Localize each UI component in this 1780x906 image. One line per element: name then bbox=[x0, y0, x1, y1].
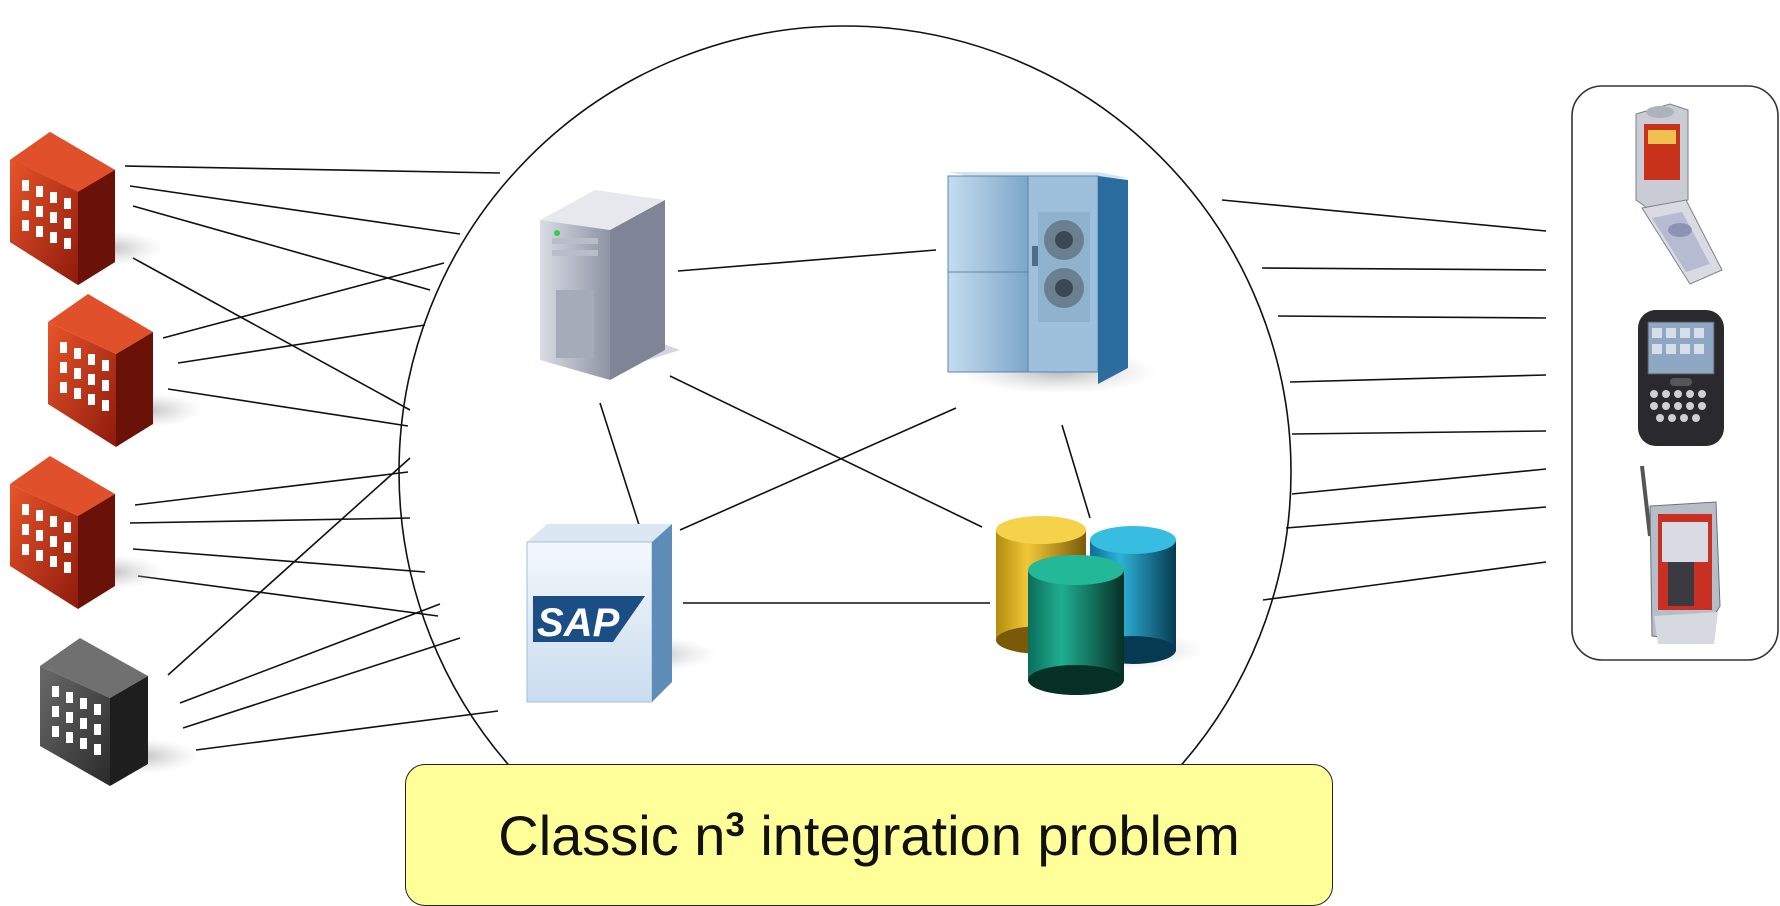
connector-line bbox=[1291, 430, 1547, 435]
connector-line bbox=[1289, 374, 1547, 383]
building-icon bbox=[40, 638, 200, 786]
pda-card-icon bbox=[1640, 465, 1721, 644]
sap-logo-text: SAP bbox=[537, 601, 620, 645]
caption-text: Classic n3 integration problem bbox=[498, 803, 1239, 868]
connector-line bbox=[195, 710, 499, 751]
right-connectors bbox=[1221, 199, 1547, 601]
sap-cube-icon: SAP bbox=[526, 524, 717, 703]
connector-line bbox=[1221, 199, 1547, 232]
connector-line bbox=[129, 517, 411, 524]
caption-box: Classic n3 integration problem bbox=[405, 764, 1333, 906]
connector-line bbox=[1262, 561, 1547, 601]
connector-line bbox=[132, 257, 411, 411]
smartphone-icon bbox=[1638, 310, 1724, 446]
connector-line bbox=[182, 637, 461, 729]
connector-line bbox=[129, 185, 461, 235]
mainframe-cabinet-icon bbox=[947, 172, 1158, 394]
connector-line bbox=[1285, 506, 1547, 529]
connector-line bbox=[134, 471, 409, 506]
connector-line bbox=[679, 407, 957, 531]
database-cylinders-icon bbox=[996, 516, 1206, 695]
connector-line bbox=[162, 262, 445, 339]
building-icon bbox=[10, 132, 165, 285]
connector-line bbox=[177, 324, 426, 364]
connector-line bbox=[599, 402, 641, 529]
connector-line bbox=[167, 388, 409, 427]
server-tower-icon bbox=[540, 190, 680, 380]
connector-line bbox=[132, 205, 431, 291]
connector-line bbox=[124, 165, 501, 174]
building-icon bbox=[48, 294, 203, 447]
center-connectors bbox=[599, 249, 1091, 604]
caption-superscript: 3 bbox=[725, 805, 745, 844]
connector-line bbox=[179, 603, 441, 704]
connector-line bbox=[137, 575, 439, 617]
connector-line bbox=[677, 249, 937, 272]
connector-line bbox=[1291, 468, 1547, 495]
caption-text-main: Classic n bbox=[498, 803, 726, 867]
left-connectors bbox=[124, 165, 501, 751]
connector-line bbox=[1261, 267, 1547, 271]
connector-line bbox=[132, 548, 426, 573]
flip-phone-icon bbox=[1635, 103, 1723, 285]
connector-line bbox=[669, 375, 983, 528]
connector-line bbox=[1061, 424, 1091, 519]
device-group-panel bbox=[1571, 85, 1779, 661]
connector-line bbox=[1277, 315, 1547, 319]
building-icon bbox=[10, 456, 165, 609]
caption-text-rest: integration problem bbox=[744, 803, 1240, 867]
integration-hub-circle bbox=[398, 25, 1292, 906]
connector-line bbox=[167, 457, 411, 676]
